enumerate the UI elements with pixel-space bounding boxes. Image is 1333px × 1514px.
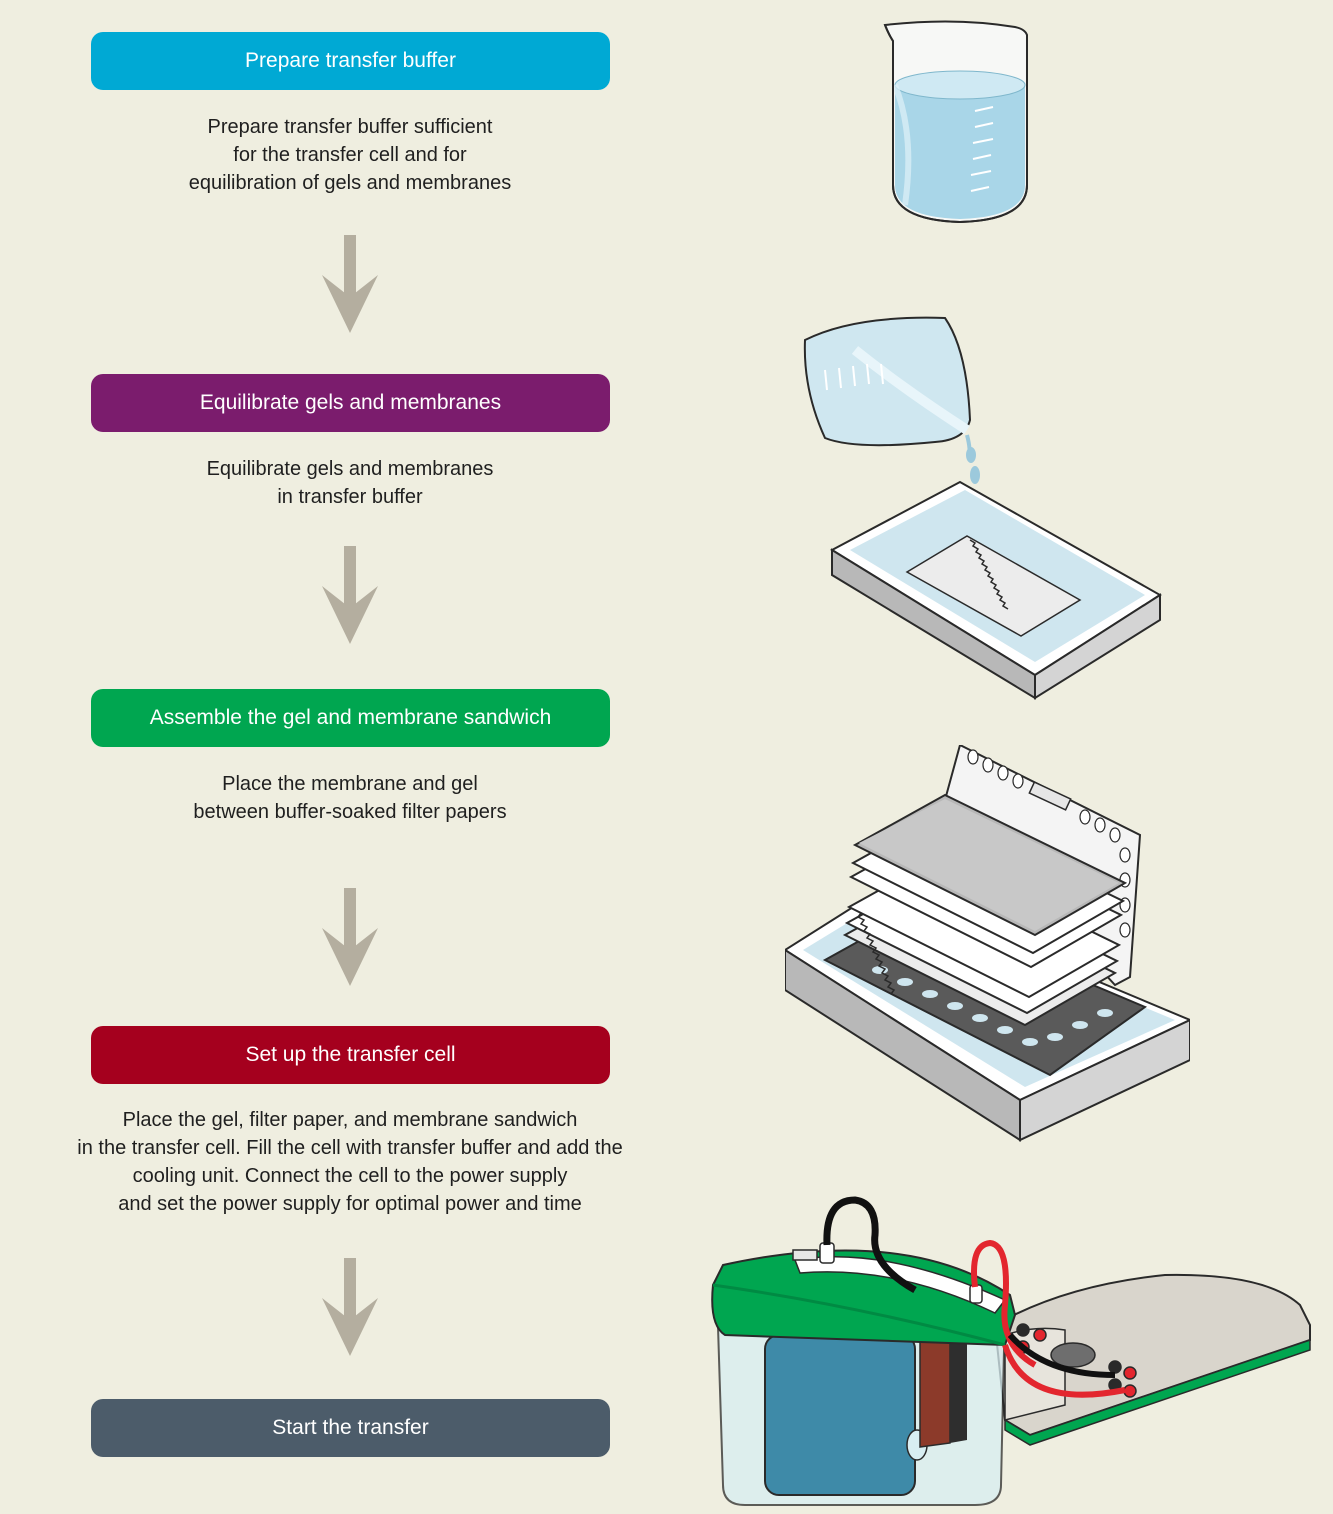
step-setup-cell-description: Place the gel, filter paper, and membran… (10, 1106, 690, 1218)
beaker-icon (883, 20, 1028, 224)
description-line: Equilibrate gels and membranes (206, 458, 494, 480)
description-line: Place the membrane and gel (222, 773, 478, 795)
step-equilibrate-description: Equilibrate gels and membranes in transf… (100, 455, 600, 511)
step-setup-cell: Set up the transfer cell (91, 1026, 610, 1084)
description-line: Prepare transfer buffer sufficient (207, 116, 493, 138)
sandwich-icon (785, 745, 1190, 1142)
step-equilibrate: Equilibrate gels and membranes (91, 374, 610, 432)
step-assemble-sandwich: Assemble the gel and membrane sandwich (91, 689, 610, 747)
transfer-cell-icon (711, 1196, 1311, 1506)
description-line: for the transfer cell and for (233, 144, 467, 166)
description-line: Place the gel, filter paper, and membran… (122, 1109, 578, 1131)
step-assemble-sandwich-description: Place the membrane and gel between buffe… (100, 770, 600, 826)
description-line: and set the power supply for optimal pow… (118, 1193, 582, 1215)
description-line: cooling unit. Connect the cell to the po… (132, 1165, 568, 1187)
down-arrow-icon (322, 546, 378, 644)
down-arrow-icon (322, 888, 378, 986)
step-prepare-buffer: Prepare transfer buffer (91, 32, 610, 90)
description-line: in transfer buffer (277, 486, 423, 508)
description-line: equilibration of gels and membranes (188, 172, 512, 194)
description-line: in the transfer cell. Fill the cell with… (77, 1137, 623, 1159)
step-prepare-buffer-description: Prepare transfer buffer sufficient for t… (100, 113, 600, 197)
tray-icon (803, 316, 1162, 700)
step-start-transfer: Start the transfer (91, 1399, 610, 1457)
down-arrow-icon (322, 1258, 378, 1356)
description-line: between buffer-soaked filter papers (193, 801, 507, 823)
down-arrow-icon (322, 235, 378, 333)
